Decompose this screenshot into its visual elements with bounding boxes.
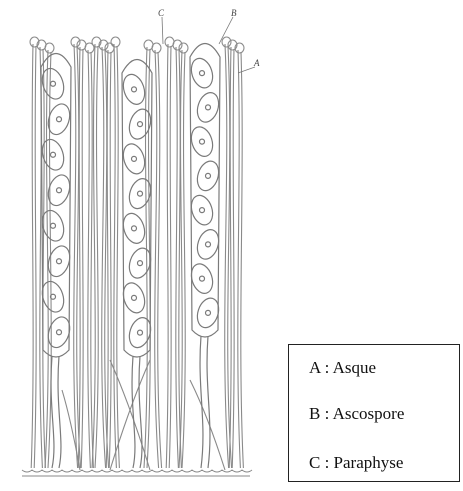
- ascospore-nucleus: [138, 122, 143, 127]
- legend-item-paraphyse: C : Paraphyse: [309, 453, 403, 473]
- ascospore-nucleus: [57, 330, 62, 335]
- ascospore-nucleus: [206, 173, 211, 178]
- paraphysis-filament-edge: [34, 46, 36, 468]
- ascospore: [120, 211, 149, 246]
- ascospore-nucleus: [132, 226, 137, 231]
- paraphysis-tip: [179, 43, 188, 53]
- ascospore-nucleus: [200, 139, 205, 144]
- pointer-label-a: A: [253, 58, 260, 68]
- ascospore-nucleus: [51, 223, 56, 228]
- ascus-stalk: [139, 356, 142, 468]
- ascospore: [126, 176, 155, 211]
- paraphysis-tip: [173, 40, 182, 50]
- ascospore: [188, 124, 216, 159]
- ascospore-nucleus: [206, 242, 211, 247]
- paraphysis-filament-edge: [95, 46, 98, 468]
- ascospore: [194, 158, 222, 193]
- pointer-label-c: C: [158, 8, 165, 18]
- ascospore: [39, 66, 68, 102]
- paraphysis-filament-edge: [241, 52, 244, 468]
- paraphysis-tip: [71, 37, 80, 47]
- paraphysis-filament-edge: [109, 52, 111, 468]
- ascospore-nucleus: [57, 259, 62, 264]
- paraphysis-filament-edge: [169, 46, 171, 468]
- paraphysis-filament-edge: [158, 52, 162, 468]
- ascospore-nucleus: [200, 71, 205, 76]
- ascospore: [120, 72, 149, 107]
- paraphysis-filament: [45, 50, 48, 468]
- paraphysis-filament: [166, 44, 168, 468]
- paraphysis-tip: [111, 37, 120, 47]
- ascospore-nucleus: [132, 156, 137, 161]
- paraphyses: [30, 37, 244, 470]
- ascus-stalk: [132, 356, 135, 468]
- paraphysis-tip: [152, 43, 161, 53]
- legend: A : Asque B : Ascospore C : Paraphyse: [288, 344, 460, 482]
- ascospore-nucleus: [51, 152, 56, 157]
- paraphysis-filament-edge: [91, 52, 94, 468]
- paraphysis-filament: [176, 47, 179, 468]
- paraphysis-tip: [222, 37, 231, 47]
- base-tissue: [22, 470, 252, 476]
- paraphysis-filament-edge: [232, 49, 234, 468]
- paraphysis-filament: [238, 50, 241, 468]
- crossing-filament: [190, 380, 225, 470]
- ascospore: [188, 56, 216, 91]
- ascus-stalk: [207, 336, 210, 468]
- ascospore-nucleus: [138, 261, 143, 266]
- ascospore-nucleus: [132, 87, 137, 92]
- paraphysis-filament: [114, 44, 117, 468]
- ascospore: [120, 141, 149, 176]
- ascus-stalk: [58, 356, 61, 468]
- ascospore: [39, 137, 68, 173]
- paraphysis-filament-edge: [117, 46, 120, 468]
- base-tissue-line: [22, 470, 252, 472]
- ascospore: [45, 101, 74, 137]
- ascospore: [194, 227, 222, 262]
- ascospore-nucleus: [132, 295, 137, 300]
- legend-item-ascospore: B : Ascospore: [309, 404, 404, 424]
- paraphysis-filament: [92, 44, 95, 468]
- ascospore-nucleus: [138, 330, 143, 335]
- ascospore-nucleus: [206, 105, 211, 110]
- ascus-stalk: [51, 356, 54, 468]
- paraphysis-filament: [31, 44, 33, 468]
- ascospore: [45, 172, 74, 208]
- ascospore-nucleus: [138, 191, 143, 196]
- ascospore-nucleus: [51, 81, 56, 86]
- paraphysis-filament-edge: [43, 49, 46, 468]
- paraphysis-filament-edge: [182, 52, 185, 468]
- ascospore-nucleus: [206, 310, 211, 315]
- pointer-label-b: B: [231, 8, 237, 18]
- legend-item-asque: A : Asque: [309, 358, 376, 378]
- ascospore-nucleus: [57, 188, 62, 193]
- paraphysis-tip: [105, 43, 114, 53]
- ascospore-nucleus: [200, 276, 205, 281]
- paraphysis-filament-edge: [81, 49, 83, 468]
- ascospore-nucleus: [200, 208, 205, 213]
- ascospore: [39, 208, 68, 244]
- ascospore: [126, 106, 155, 141]
- paraphysis-filament: [88, 50, 91, 468]
- ascospore-nucleus: [57, 117, 62, 122]
- ascospore: [194, 90, 222, 125]
- ascospore: [188, 193, 216, 228]
- paraphysis-tip: [45, 43, 54, 53]
